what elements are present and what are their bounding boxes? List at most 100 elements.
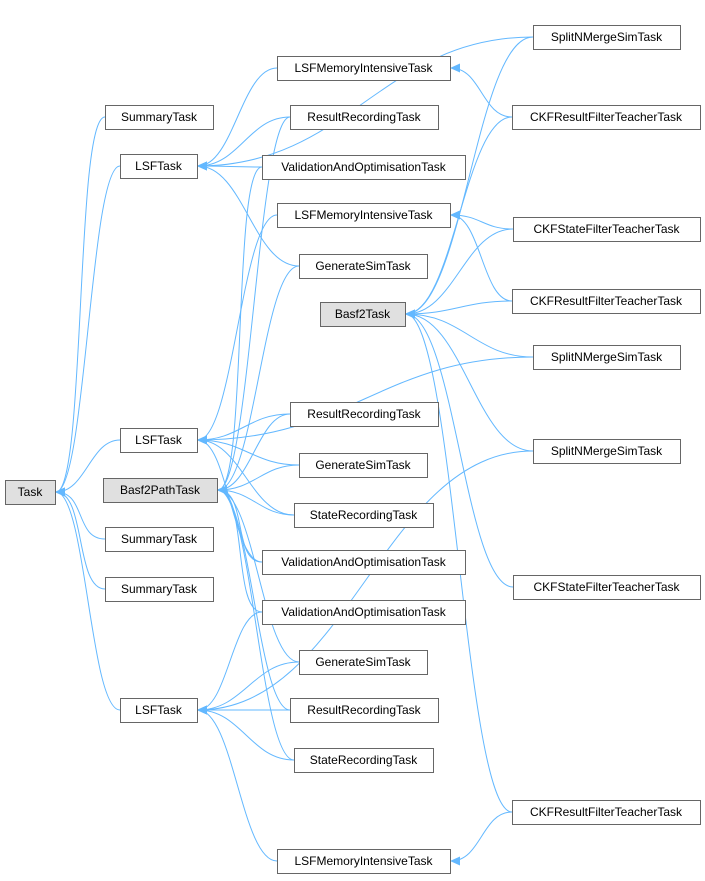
node-ckfr1[interactable]: CKFResultFilterTeacherTask [512,105,701,130]
node-label: LSFMemoryIntensiveTask [294,854,433,868]
node-rrt1[interactable]: ResultRecordingTask [290,105,439,130]
node-label: LSFTask [135,159,183,173]
edge-snm3-to-b2task [405,309,534,452]
node-lsf1[interactable]: LSFTask [120,154,198,179]
node-box [513,217,701,242]
node-srt2[interactable]: StateRecordingTask [294,748,434,773]
edge-lmit1-to-lsf1 [197,67,278,171]
node-label: GenerateSimTask [315,458,411,472]
node-label: SplitNMergeSimTask [551,30,663,44]
node-ckfs2[interactable]: CKFStateFilterTeacherTask [513,575,701,600]
node-label: CKFResultFilterTeacherTask [530,294,683,308]
node-lmit3[interactable]: LSFMemoryIntensiveTask [277,849,451,874]
node-label: ResultRecordingTask [307,703,421,717]
node-box [105,527,214,552]
node-snm3[interactable]: SplitNMergeSimTask [533,439,681,464]
node-b2path: Basf2PathTask [103,478,218,503]
node-box [277,56,451,81]
node-lsf2[interactable]: LSFTask [120,428,198,453]
edge-ckfr1-to-lmit1 [450,63,513,118]
node-box [105,105,214,130]
edge-ckfs2-to-b2task [405,309,514,588]
node-box [103,478,218,503]
edge-ckfs1-to-b2task [405,228,514,319]
node-label: Basf2PathTask [120,483,201,497]
node-label: CKFStateFilterTeacherTask [533,222,680,236]
node-label: SummaryTask [121,532,198,546]
node-box [105,577,214,602]
edge-vao3-to-b2path [217,485,263,613]
node-label: SplitNMergeSimTask [551,444,663,458]
node-box [294,503,434,528]
node-vao1[interactable]: ValidationAndOptimisationTask [262,155,466,180]
node-ckfr2[interactable]: CKFResultFilterTeacherTask [512,289,701,314]
edge-lsf3-to-task [55,487,121,711]
node-lmit1[interactable]: LSFMemoryIntensiveTask [277,56,451,81]
edge-vao1-to-b2path [217,166,263,495]
node-box [294,748,434,773]
node-gst2[interactable]: GenerateSimTask [299,453,428,478]
edge-gst3-to-lsf3 [197,661,300,715]
node-box [513,575,701,600]
node-box [299,453,428,478]
edge-lmit2-to-lsf2 [197,214,278,445]
node-vao2[interactable]: ValidationAndOptimisationTask [262,550,466,575]
node-srt1[interactable]: StateRecordingTask [294,503,434,528]
node-task: Task [5,480,56,505]
node-lsf3[interactable]: LSFTask [120,698,198,723]
node-rrt2[interactable]: ResultRecordingTask [290,402,439,427]
edge-lsf1-to-task [55,165,121,497]
node-summary2[interactable]: SummaryTask [105,527,214,552]
node-box [120,428,198,453]
node-label: LSFMemoryIntensiveTask [294,61,433,75]
edge-gst1-to-b2path [217,265,300,495]
node-label: SummaryTask [121,582,198,596]
node-summary3[interactable]: SummaryTask [105,577,214,602]
node-box [277,203,451,228]
node-label: ResultRecordingTask [307,110,421,124]
edge-summary1-to-task [55,116,106,497]
node-gst1[interactable]: GenerateSimTask [299,254,428,279]
edge-rrt1-to-b2path [217,116,291,495]
node-label: ResultRecordingTask [307,407,421,421]
edge-rrt1-to-lsf1 [197,116,291,171]
node-ckfr3[interactable]: CKFResultFilterTeacherTask [512,800,701,825]
node-snm1[interactable]: SplitNMergeSimTask [533,25,681,50]
node-snm2[interactable]: SplitNMergeSimTask [533,345,681,370]
edge-ckfr2-to-lmit2 [450,210,513,302]
node-label: CKFResultFilterTeacherTask [530,110,683,124]
node-gst3[interactable]: GenerateSimTask [299,650,428,675]
node-box [120,698,198,723]
node-box [262,155,466,180]
node-summary1[interactable]: SummaryTask [105,105,214,130]
node-label: Basf2Task [335,307,391,321]
node-box [290,402,439,427]
edge-ckfs1-to-lmit2 [450,210,514,230]
edge-snm2-to-lsf2 [197,356,534,445]
node-label: SplitNMergeSimTask [551,350,663,364]
node-box [262,550,466,575]
node-ckfs1[interactable]: CKFStateFilterTeacherTask [513,217,701,242]
node-box [512,289,701,314]
node-vao3[interactable]: ValidationAndOptimisationTask [262,600,466,625]
edge-rrt2-to-b2path [217,413,291,495]
node-lmit2[interactable]: LSFMemoryIntensiveTask [277,203,451,228]
node-box [290,105,439,130]
edge-ckfr3-to-lmit3 [450,811,513,866]
node-box [290,698,439,723]
edge-snm2-to-b2task [405,309,534,358]
node-box [299,650,428,675]
edge-gst2-to-lsf2 [197,435,300,466]
node-label: LSFMemoryIntensiveTask [294,208,433,222]
node-label: LSFTask [135,433,183,447]
edge-gst2-to-b2path [217,464,300,495]
node-label: LSFTask [135,703,183,717]
edge-srt1-to-lsf2 [197,435,295,516]
node-rrt3[interactable]: ResultRecordingTask [290,698,439,723]
node-label: SummaryTask [121,110,198,124]
edge-summary3-to-task [55,487,106,590]
node-box [512,105,701,130]
node-box [320,302,406,327]
edge-snm3-to-lsf3 [197,450,534,715]
node-label: StateRecordingTask [310,753,418,767]
